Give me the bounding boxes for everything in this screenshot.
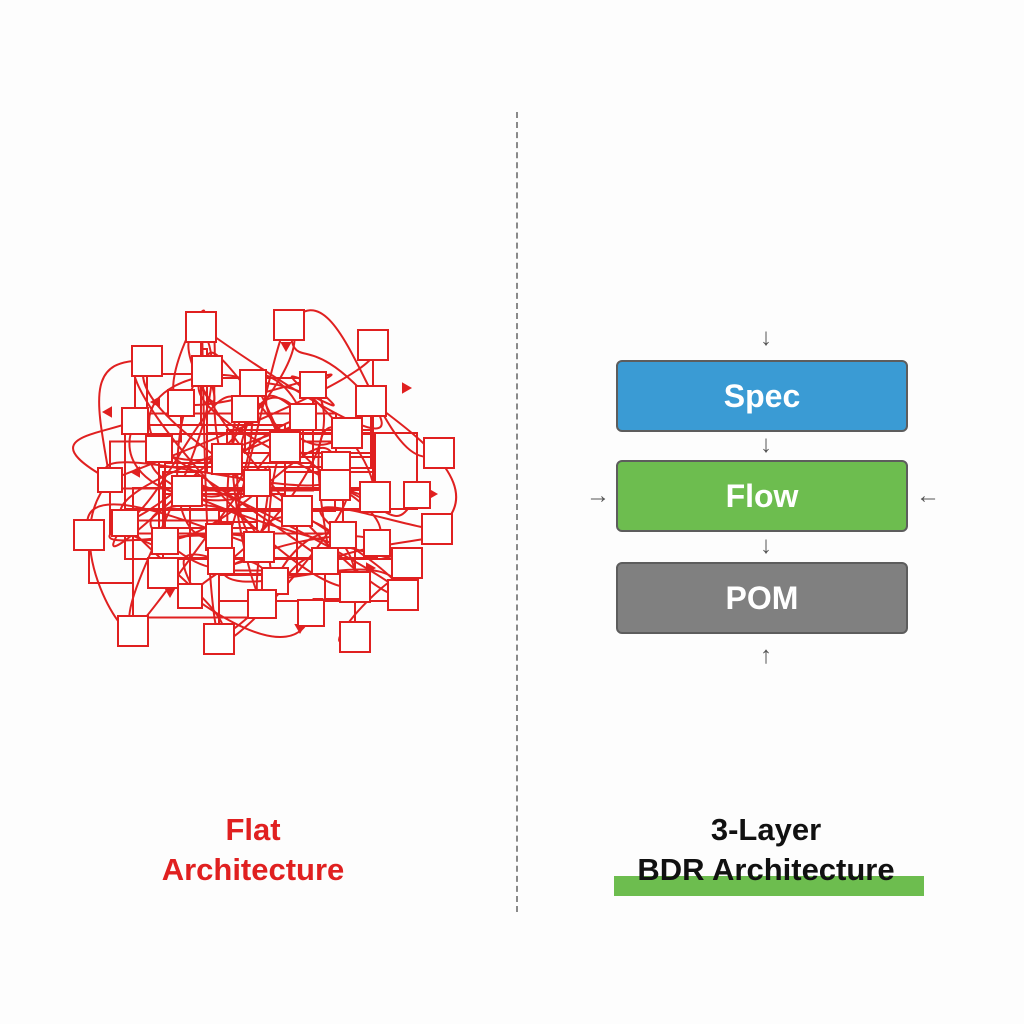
tangle-connector bbox=[98, 359, 148, 481]
tangle-node-box bbox=[359, 481, 391, 513]
tangle-node-box bbox=[273, 309, 305, 341]
tangle-node-box bbox=[319, 469, 351, 501]
tangle-node-box bbox=[355, 385, 387, 417]
tangle-connector bbox=[219, 560, 404, 596]
tangle-node-box bbox=[185, 311, 217, 343]
tangle-node-box bbox=[147, 557, 179, 589]
flat-architecture-tangle bbox=[72, 309, 457, 655]
tangle-arrowhead bbox=[164, 588, 176, 599]
tangle-connector bbox=[72, 420, 136, 481]
bottom-inbound-arrow-icon: ↑ bbox=[760, 642, 772, 669]
tangle-node-box bbox=[311, 547, 339, 575]
tangle-connector bbox=[134, 327, 202, 421]
flat-caption-line1: Flat bbox=[225, 812, 281, 847]
spec-layer: Spec bbox=[616, 360, 908, 432]
flow-layer: Flow bbox=[616, 460, 908, 532]
bdr-architecture-caption: 3-Layer BDR Architecture bbox=[600, 810, 932, 890]
tangle-node-box bbox=[97, 467, 123, 493]
pom-layer: POM bbox=[616, 562, 908, 634]
tangle-node-box bbox=[203, 623, 235, 655]
tangle-arrowhead bbox=[149, 396, 160, 408]
tangle-node-box bbox=[339, 621, 371, 653]
tangle-node-box bbox=[289, 403, 317, 431]
tangle-node-box bbox=[145, 435, 173, 463]
tangle-node-box bbox=[151, 527, 179, 555]
tangle-node-box bbox=[211, 443, 243, 475]
tangle-connector bbox=[124, 324, 296, 524]
bdr-caption-line1: 3-Layer bbox=[710, 812, 822, 847]
tangle-node-box bbox=[121, 407, 149, 435]
tangle-arrowhead bbox=[280, 342, 292, 353]
caption-highlight-bar bbox=[614, 876, 924, 896]
tangle-arrowhead bbox=[402, 382, 413, 394]
tangle-node-box bbox=[243, 531, 275, 563]
tangle-node-box bbox=[269, 431, 301, 463]
tangle-node-box bbox=[131, 345, 163, 377]
tangle-node-box bbox=[357, 329, 389, 361]
tangle-node-box bbox=[171, 475, 203, 507]
tangle-node-box bbox=[339, 571, 371, 603]
tangle-node-box bbox=[387, 579, 419, 611]
tangle-node-box bbox=[111, 509, 139, 537]
tangle-node-box bbox=[73, 519, 105, 551]
tangle-node-box bbox=[403, 481, 431, 509]
tangle-node-box bbox=[243, 469, 271, 497]
tangle-node-box bbox=[423, 437, 455, 469]
tangle-arrowhead bbox=[366, 562, 377, 574]
tangle-node-box bbox=[117, 615, 149, 647]
top-inbound-arrow-icon: ↓ bbox=[760, 324, 772, 351]
flow-to-pom-arrow-icon: ↓ bbox=[760, 532, 772, 559]
flat-caption-line2: Architecture bbox=[161, 852, 345, 887]
tangle-node-box bbox=[363, 529, 391, 557]
tangle-node-box bbox=[191, 355, 223, 387]
dashed-divider bbox=[516, 112, 518, 912]
spec-to-flow-arrow-icon: ↓ bbox=[760, 431, 772, 458]
tangle-node-box bbox=[297, 599, 325, 627]
tangle-node-box bbox=[207, 547, 235, 575]
tangle-connector bbox=[164, 447, 286, 541]
right-inbound-arrow-icon: ← bbox=[916, 482, 940, 509]
tangle-node-box bbox=[331, 417, 363, 449]
tangle-node-box bbox=[421, 513, 453, 545]
left-inbound-arrow-icon: → bbox=[586, 482, 610, 509]
tangle-node-box bbox=[239, 369, 267, 397]
tangle-node-box bbox=[391, 547, 423, 579]
tangle-node-box bbox=[231, 395, 259, 423]
tangle-connector bbox=[252, 381, 335, 407]
tangle-node-box bbox=[281, 495, 313, 527]
tangle-node-box bbox=[299, 371, 327, 399]
flat-architecture-caption: Flat Architecture bbox=[100, 810, 406, 890]
tangle-arrowhead bbox=[101, 406, 112, 418]
tangle-connector bbox=[88, 535, 134, 631]
tangle-connector bbox=[200, 326, 383, 430]
tangle-node-box bbox=[177, 583, 203, 609]
tangle-node-box bbox=[329, 521, 357, 549]
tangle-node-box bbox=[167, 389, 195, 417]
tangle-node-box bbox=[205, 523, 233, 551]
tangle-node-box bbox=[247, 589, 277, 619]
tangle-connector bbox=[236, 396, 304, 548]
bdr-caption-line2: BDR Architecture bbox=[637, 852, 895, 887]
tangle-arrowhead bbox=[129, 466, 140, 478]
tangle-connector bbox=[88, 479, 135, 635]
